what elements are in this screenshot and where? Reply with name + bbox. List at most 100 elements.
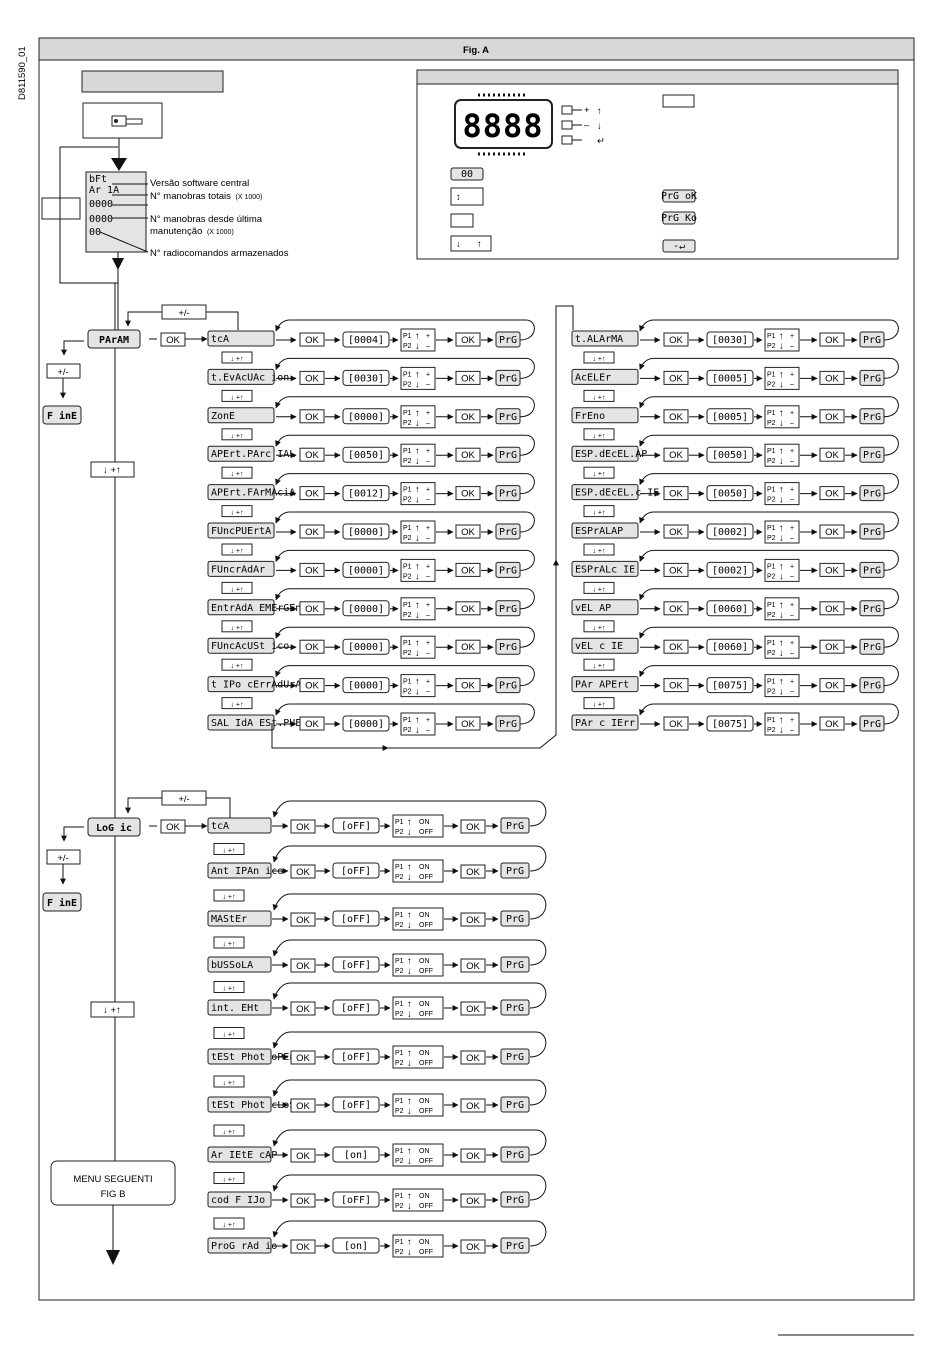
ok-label: OK — [461, 681, 475, 692]
ok-label: OK — [305, 604, 319, 615]
enter-icon: ↵ — [597, 136, 605, 147]
ok-label: OK — [669, 565, 683, 576]
p1-label: P1 — [403, 679, 412, 686]
on-label: ON — [419, 864, 430, 871]
arrow-up-icon: ↑ — [407, 1048, 412, 1059]
ok-label: OK — [305, 681, 319, 692]
param-name-box — [571, 522, 639, 539]
logic-value: [on] — [344, 1241, 368, 1252]
doc-code: D811590_01 — [17, 46, 28, 100]
downup-box — [221, 505, 253, 518]
prg-label: PrG — [499, 719, 517, 730]
arrow-down-icon: ↓ — [415, 379, 420, 390]
downup-box — [213, 843, 245, 855]
prg-label: PrG — [863, 489, 881, 500]
value-box — [342, 331, 390, 348]
value-box — [706, 446, 754, 463]
p1p2-box — [400, 405, 436, 429]
prg-label: PrG — [863, 604, 881, 615]
note-total: N° manobras totais — [150, 191, 231, 202]
downup-box — [583, 543, 615, 556]
value-box — [342, 523, 390, 540]
logic-name: tcA — [211, 821, 229, 832]
param-value: [0050] — [712, 450, 748, 461]
downup-label: ↓ +↑ — [592, 663, 605, 670]
ok-box — [299, 601, 325, 616]
arrow-up-icon: ↑ — [779, 369, 784, 380]
ok-box — [455, 601, 481, 616]
arrow-down-icon: ↓ — [456, 239, 461, 250]
arrow-down-icon: ↓ — [779, 379, 784, 390]
param-value: [0030] — [348, 373, 384, 384]
minus-sign: – — [426, 650, 430, 657]
off-label: OFF — [419, 874, 433, 881]
param-value: [0005] — [712, 412, 748, 423]
param-name: ESPrALAP — [575, 526, 623, 537]
p1-label: P1 — [767, 679, 776, 686]
prg-label: PrG — [506, 1052, 524, 1063]
on-label: ON — [419, 1239, 430, 1246]
ok-box — [663, 678, 689, 693]
arrow-up-icon: ↑ — [407, 1146, 412, 1157]
p2-label: P2 — [403, 381, 412, 388]
p1-label: P1 — [767, 448, 776, 455]
p1p2-box — [764, 635, 800, 659]
ok-label: OK — [305, 565, 319, 576]
prg-box — [500, 1048, 530, 1065]
ok-box — [663, 562, 689, 577]
param-name: vEL AP — [575, 603, 611, 614]
arrow-up-icon: ↑ — [415, 408, 420, 419]
param-name: t.EvAcUAc ion — [211, 372, 289, 383]
ok-label: OK — [461, 489, 475, 500]
info-line-2: Ar 1A — [89, 185, 119, 196]
arrow-down-icon: ↓ — [779, 571, 784, 582]
param-name-box — [571, 484, 639, 501]
arrow-up-icon: ↑ — [779, 561, 784, 572]
downup-connector: ↓ +↑ — [213, 1172, 245, 1184]
param-name-box — [207, 637, 275, 654]
downup-connector: ↓ +↑ — [213, 1124, 245, 1137]
prg-box — [500, 910, 530, 927]
param-value: [0004] — [348, 335, 384, 346]
ok-box — [299, 678, 325, 693]
ok-label: OK — [466, 822, 480, 833]
downup-connector: ↓ +↑ — [221, 697, 253, 710]
ok-box — [299, 409, 325, 424]
logic-name-box — [207, 1096, 272, 1113]
ok-label: OK — [825, 681, 839, 692]
p1-label: P1 — [403, 333, 412, 340]
value-box — [332, 956, 380, 973]
ok-label: OK — [466, 1151, 480, 1162]
ok-label: OK — [466, 1053, 480, 1064]
arrow-up-icon: ↑ — [415, 561, 420, 572]
p1-label: P1 — [395, 1193, 404, 1200]
prg-label: PrG — [863, 642, 881, 653]
downup-label: ↓ +↑ — [592, 471, 605, 478]
off-label: OFF — [419, 1203, 433, 1210]
logic-name: tESt Phot oPEn — [211, 1052, 295, 1063]
downup-box — [221, 543, 253, 556]
p2-label: P2 — [403, 689, 412, 696]
downup-label: ↓ +↑ — [592, 625, 605, 632]
p2-label: P2 — [395, 968, 404, 975]
ok-label: OK — [669, 604, 683, 615]
info-line-3: 0000 — [89, 199, 113, 210]
minus-sign: – — [426, 612, 430, 619]
downup-label: ↓ +↑ — [230, 433, 243, 440]
ok-box — [663, 639, 689, 654]
arrow-up-icon: ↑ — [779, 408, 784, 419]
logic-ok: OK — [166, 822, 180, 833]
downup-label: ↓ +↑ — [592, 394, 605, 401]
prg-label: PrG — [506, 866, 524, 877]
param-plusminus: +/- — [178, 308, 189, 319]
prg-label: PrG — [499, 450, 517, 461]
arrow-up-icon: ↑ — [415, 638, 420, 649]
